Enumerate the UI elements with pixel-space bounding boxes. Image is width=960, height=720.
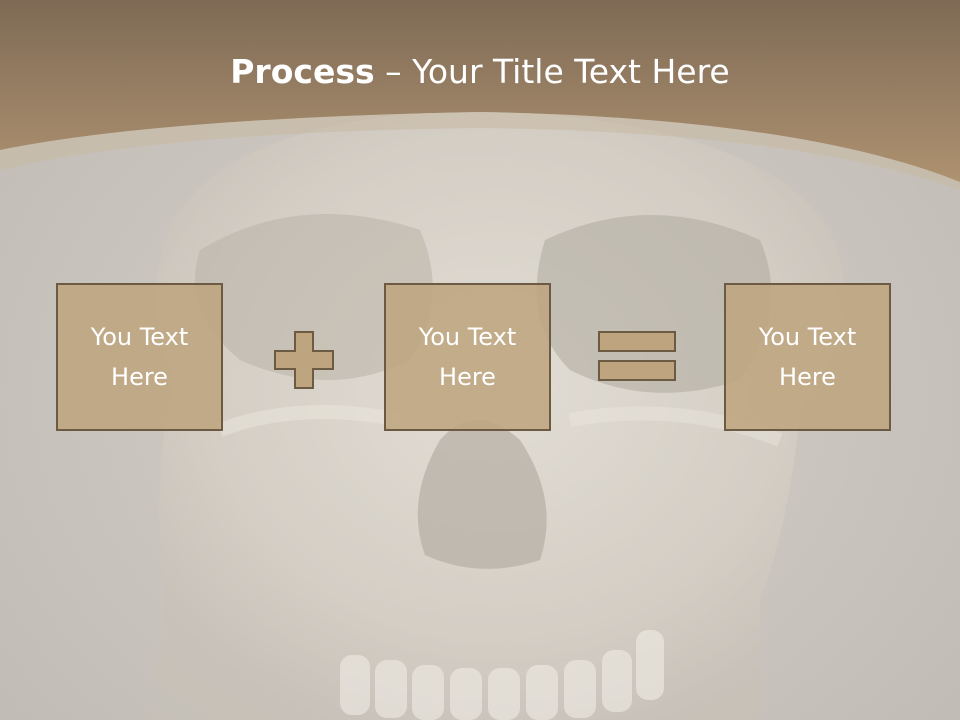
equals-icon xyxy=(598,331,676,381)
title-rest-text: – Your Title Text Here xyxy=(374,52,730,91)
process-box-2-line-1: You Text xyxy=(418,323,517,351)
process-box-2[interactable]: You Text Here xyxy=(384,283,551,431)
title-bold-text: Process xyxy=(230,52,375,91)
process-box-1-line-1: You Text xyxy=(90,323,189,351)
process-box-3-text: You Text Here xyxy=(733,317,883,397)
process-box-3-line-2: Here xyxy=(779,363,836,391)
process-box-1-line-2: Here xyxy=(111,363,168,391)
process-box-1-text: You Text Here xyxy=(65,317,215,397)
header-band xyxy=(0,0,960,190)
page-title: Process – Your Title Text Here xyxy=(0,52,960,91)
process-box-2-line-2: Here xyxy=(439,363,496,391)
process-box-3-line-1: You Text xyxy=(758,323,857,351)
process-box-3[interactable]: You Text Here xyxy=(724,283,891,431)
process-box-2-text: You Text Here xyxy=(393,317,543,397)
process-box-1[interactable]: You Text Here xyxy=(56,283,223,431)
plus-icon xyxy=(274,331,334,389)
